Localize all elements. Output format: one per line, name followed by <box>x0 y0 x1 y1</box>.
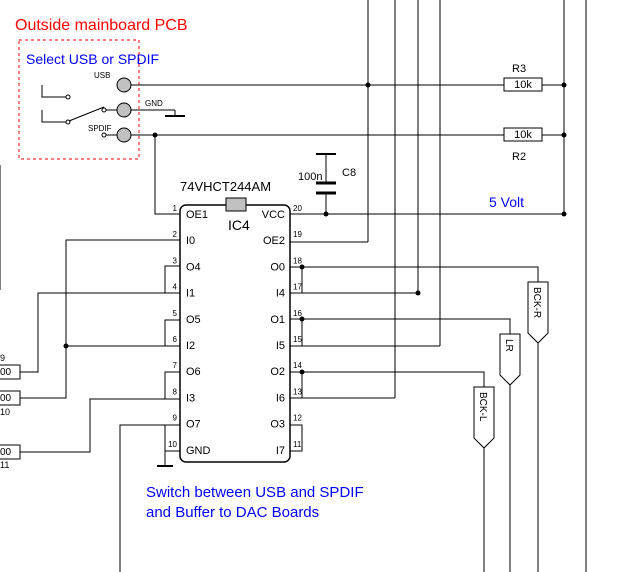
switch-lever-bottom <box>41 110 66 123</box>
ic-pin-number-1: 1 <box>173 204 178 213</box>
r3-ref: R3 <box>512 63 526 75</box>
ic-pin-number-11: 11 <box>293 440 302 449</box>
ic-pin-number-12: 12 <box>293 414 302 423</box>
ic-pin-number-16: 16 <box>293 309 302 318</box>
ic-pin-number-10: 10 <box>168 440 177 449</box>
caption-line-1: Switch between USB and SPDIF <box>146 484 364 501</box>
resistor-r3: 10k R3 <box>131 63 564 92</box>
ic-pin-name-3: O4 <box>186 261 201 273</box>
svg-text:LR: LR <box>503 339 514 352</box>
ic-pin-number-7: 7 <box>173 361 178 370</box>
svg-text:00: 00 <box>0 367 12 378</box>
ic-pin-number-6: 6 <box>173 335 178 344</box>
r2-value: 10k <box>514 129 532 141</box>
capacitor-c8: C8 100n <box>298 153 356 214</box>
ic-pin-name-14: O2 <box>270 366 285 378</box>
ic-pin-number-19: 19 <box>293 230 302 239</box>
svg-text:9: 9 <box>0 353 5 363</box>
ic4-74vhct244am: 74VHCT244AM IC4 1OE12I03O44I15O56I27O68I… <box>168 179 302 463</box>
switch-label-gnd: GND <box>145 99 163 108</box>
edge-fragment-c: 00 11 <box>0 444 21 470</box>
net-label-bck-l: BCK-L <box>473 386 495 572</box>
ic-pin-number-15: 15 <box>293 335 302 344</box>
net-label-bck-r: BCK-R <box>527 281 549 572</box>
ic-pin-name-12: O3 <box>270 419 285 431</box>
switch-contact-gnd <box>116 102 132 118</box>
switch-lever-top <box>41 85 66 98</box>
switch-label-usb: USB <box>94 71 110 80</box>
switch-label-spdif: SPDIF <box>88 124 112 133</box>
ic-pin-number-4: 4 <box>173 283 178 292</box>
ic-pin-name-19: OE2 <box>263 235 285 247</box>
select-note: Select USB or SPDIF <box>26 51 159 67</box>
ic-pin-name-4: I1 <box>186 288 195 300</box>
ic-pin-number-14: 14 <box>293 361 302 370</box>
ic-pin-number-2: 2 <box>173 230 178 239</box>
ic-pin-name-13: I6 <box>276 392 285 404</box>
svg-text:00: 00 <box>0 393 12 404</box>
svg-text:BCK-L: BCK-L <box>477 392 488 422</box>
switch-contact-spdif <box>116 127 132 143</box>
r3-value: 10k <box>514 79 532 91</box>
board-title: Outside mainboard PCB <box>15 17 188 34</box>
ic-pin-name-5: O5 <box>186 314 201 326</box>
ic-pin-name-6: I2 <box>186 340 195 352</box>
switch-contact-usb <box>116 77 132 93</box>
ic-pin-name-16: O1 <box>270 314 285 326</box>
switch-blade <box>68 106 105 122</box>
edge-fragment-b: 00 10 <box>0 390 21 417</box>
edge-fragment-a: 00 9 <box>0 353 21 380</box>
ic-pin-name-20: VCC <box>262 209 285 221</box>
ic-pin-number-5: 5 <box>173 309 178 318</box>
ic-pin-name-10: GND <box>186 445 211 457</box>
r2-ref: R2 <box>512 151 526 163</box>
svg-text:11: 11 <box>0 460 9 470</box>
ic-pin-number-17: 17 <box>293 283 302 292</box>
ic-pin-number-3: 3 <box>173 256 178 265</box>
c8-ref: C8 <box>342 167 356 179</box>
ic-pin-name-9: O7 <box>186 419 201 431</box>
svg-text:00: 00 <box>0 447 12 458</box>
svg-text:10: 10 <box>0 407 10 417</box>
ic-pin-name-7: O6 <box>186 366 201 378</box>
outside-pcb-box <box>18 39 140 160</box>
ic-pin-number-20: 20 <box>293 204 302 213</box>
ic-ref: IC4 <box>228 217 250 233</box>
svg-text:BCK-R: BCK-R <box>531 287 542 318</box>
ic-part-number: 74VHCT244AM <box>180 179 271 194</box>
ic-pin-name-8: I3 <box>186 392 195 404</box>
ic-pin-number-13: 13 <box>293 387 302 396</box>
resistor-r2: 10k R2 <box>131 127 564 163</box>
c8-value: 100n <box>298 171 322 183</box>
ic-pin-name-2: I0 <box>186 235 195 247</box>
ic-pin-name-11: I7 <box>276 445 285 457</box>
ic-pin-name-18: O0 <box>270 261 285 273</box>
supply-label: 5 Volt <box>489 194 524 210</box>
ic-pin-name-17: I4 <box>276 288 285 300</box>
ic-pin-name-15: I5 <box>276 340 285 352</box>
ic-notch <box>225 197 247 212</box>
usb-spdif-switch: USB GND SPDIF <box>41 71 185 143</box>
net-label-lr: LR <box>499 333 521 572</box>
ic-pin-number-9: 9 <box>173 414 178 423</box>
ic-pin-name-1: OE1 <box>186 209 208 221</box>
caption-line-2: and Buffer to DAC Boards <box>146 504 319 521</box>
ic-pin-number-8: 8 <box>173 387 178 396</box>
ic-pin-number-18: 18 <box>293 256 302 265</box>
